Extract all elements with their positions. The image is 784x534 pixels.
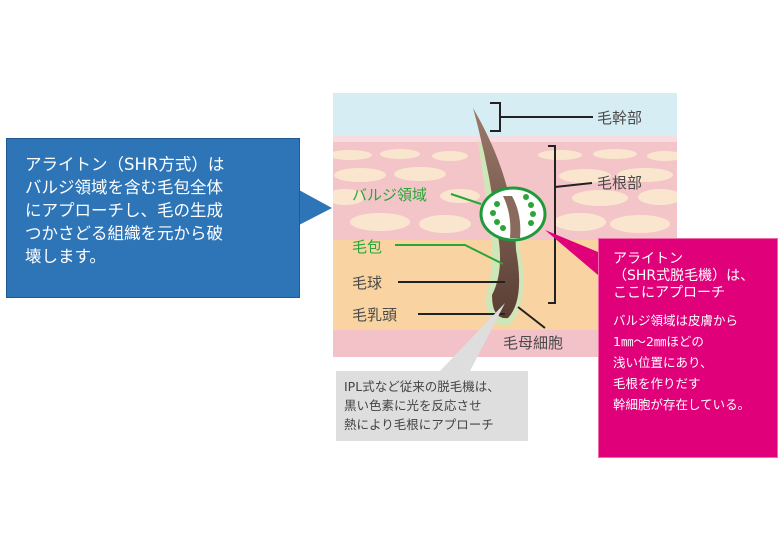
callout-line: 毛根を作りだす — [613, 376, 701, 391]
callout-line: 壊します。 — [25, 247, 106, 266]
callout-line: アライトン（SHR方式）は — [25, 155, 225, 174]
callout-title: アライトン （SHR式脱毛機）は、 ここにアプローチ — [613, 251, 777, 302]
label-follicle: 毛包 — [352, 238, 383, 256]
label-bulge-region: バルジ領域 — [352, 186, 428, 204]
callout-line: 黒い色素に光を反応させ — [344, 398, 482, 413]
stem-cell-dots — [490, 194, 536, 231]
label-matrix-cells: 毛母細胞 — [503, 334, 564, 352]
label-hair-shaft: 毛幹部 — [597, 109, 643, 127]
callout-line: 1㎜〜2㎜ほどの — [613, 334, 704, 349]
label-hair-bulb: 毛球 — [352, 274, 383, 292]
root-bracket — [548, 145, 556, 304]
callout-line: 幹細胞が存在している。 — [613, 397, 751, 412]
callout-line: IPL式など従来の脱毛機は、 — [344, 379, 500, 394]
callout-line: にアプローチし、毛の生成 — [25, 201, 223, 220]
ipl-callout: IPL式など従来の脱毛機は、 黒い色素に光を反応させ 熱により毛根にアプローチ — [336, 371, 528, 441]
callout-line: バルジ領域を含む毛包全体 — [25, 178, 223, 197]
callout-line: ここにアプローチ — [613, 285, 725, 301]
label-hair-root: 毛根部 — [597, 174, 643, 192]
callout-line: （SHR式脱毛機）は、 — [613, 268, 755, 284]
callout-line: アライトン — [613, 251, 683, 267]
bulge-callout: アライトン （SHR式脱毛機）は、 ここにアプローチ バルジ領域は皮膚から 1㎜… — [598, 238, 778, 458]
gray-pointer — [440, 303, 505, 371]
shr-callout: アライトン（SHR方式）は バルジ領域を含む毛包全体 にアプローチし、毛の生成 … — [6, 138, 300, 298]
magenta-pointer — [545, 230, 598, 275]
callout-line: バルジ領域は皮膚から — [613, 313, 739, 328]
callout-line: つかさどる組織を元から破 — [25, 224, 223, 243]
callout-body: バルジ領域は皮膚から 1㎜〜2㎜ほどの 浅い位置にあり、 毛根を作りだす 幹細胞… — [613, 310, 777, 415]
callout-line: 熱により毛根にアプローチ — [344, 417, 494, 432]
blue-pointer — [299, 190, 332, 225]
label-dermal-papilla: 毛乳頭 — [352, 306, 398, 324]
callout-line: 浅い位置にあり、 — [613, 355, 713, 370]
